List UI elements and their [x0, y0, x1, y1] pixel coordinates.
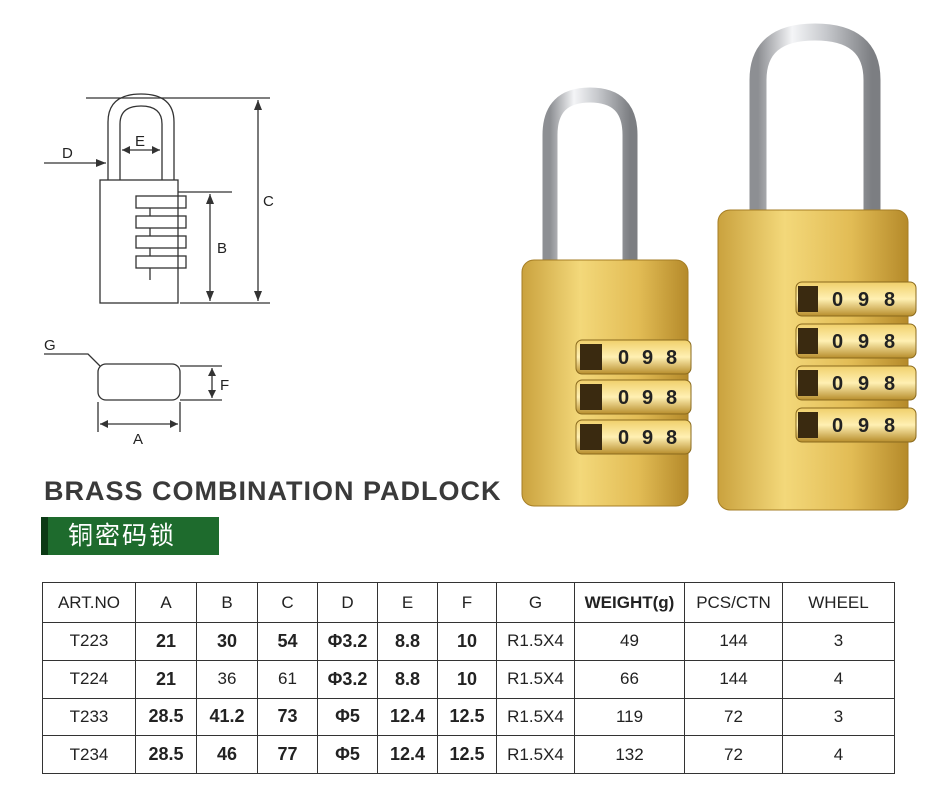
- large-wheel-2-digit-a: 0: [832, 331, 843, 353]
- cell-a: 21: [135, 622, 197, 661]
- table-row: T234 28.5 46 77 Φ5 12.4 12.5 R1.5X4 132 …: [42, 735, 895, 774]
- cell-g: R1.5X4: [496, 659, 575, 699]
- small-wheel-1-digit-b: 9: [642, 347, 653, 369]
- padlock-product-image: 0 9 8 0 9 8 0 9 8 0 9 8 0 9 8 0 9 8 0 9 …: [521, 23, 917, 511]
- header-f: F: [437, 582, 497, 623]
- header-wheel: WHEEL: [782, 582, 895, 623]
- large-wheel-2-digit-b: 9: [858, 331, 869, 353]
- cell-a: 21: [135, 659, 197, 699]
- cell-a: 28.5: [135, 735, 197, 774]
- large-wheel-3-digit-c: 8: [884, 373, 895, 395]
- small-wheel-2-digit-c: 8: [666, 387, 677, 409]
- cell-d: Φ3.2: [317, 659, 378, 699]
- cell-g: R1.5X4: [496, 735, 575, 774]
- small-wheel-3-digit-b: 9: [642, 427, 653, 449]
- cell-e: 12.4: [377, 735, 438, 774]
- large-wheel-1-digit-b: 9: [858, 289, 869, 311]
- cell-f: 12.5: [437, 697, 497, 737]
- header-c: C: [257, 582, 318, 623]
- cell-d: Φ5: [317, 735, 378, 774]
- cell-f: 10: [437, 622, 497, 661]
- label-f: F: [220, 377, 229, 394]
- header-b: B: [196, 582, 258, 623]
- cell-weight: 132: [574, 735, 685, 774]
- cell-wheel: 3: [782, 697, 895, 737]
- small-wheel-2-digit-b: 9: [642, 387, 653, 409]
- spec-table: ART.NO A B C D E F G WEIGHT(g) PCS/CTN W…: [42, 582, 895, 774]
- table-row: T233 28.5 41.2 73 Φ5 12.4 12.5 R1.5X4 11…: [42, 697, 895, 737]
- cell-c: 54: [257, 622, 318, 661]
- large-wheel-4-digit-c: 8: [884, 415, 895, 437]
- large-wheel-2-digit-c: 8: [884, 331, 895, 353]
- cell-e: 8.8: [377, 659, 438, 699]
- cell-art-no: T223: [42, 622, 136, 661]
- cell-e: 12.4: [377, 697, 438, 737]
- cell-b: 30: [196, 622, 258, 661]
- header-e: E: [377, 582, 438, 623]
- cell-pcs-ctn: 72: [684, 697, 783, 737]
- header-art-no: ART.NO: [42, 582, 136, 623]
- cell-art-no: T233: [42, 697, 136, 737]
- header-a: A: [135, 582, 197, 623]
- dimension-diagram: D E C B G F A: [44, 93, 274, 448]
- label-a: A: [133, 431, 143, 448]
- cell-b: 41.2: [196, 697, 258, 737]
- label-g: G: [44, 337, 56, 354]
- cell-b: 46: [196, 735, 258, 774]
- small-wheel-3-digit-a: 0: [618, 427, 629, 449]
- title-chinese: 铜密码锁: [41, 517, 219, 555]
- large-wheel-3-digit-a: 0: [832, 373, 843, 395]
- cell-d: Φ3.2: [317, 622, 378, 661]
- cell-weight: 66: [574, 659, 685, 699]
- cell-f: 10: [437, 659, 497, 699]
- large-wheel-4-digit-a: 0: [832, 415, 843, 437]
- label-b: B: [217, 240, 227, 257]
- large-wheel-1-digit-c: 8: [884, 289, 895, 311]
- header-weight: WEIGHT(g): [574, 582, 685, 623]
- cell-c: 61: [257, 659, 318, 699]
- large-wheel-4-digit-b: 9: [858, 415, 869, 437]
- cell-a: 28.5: [135, 697, 197, 737]
- label-d: D: [62, 145, 73, 162]
- table-row: T224 21 36 61 Φ3.2 8.8 10 R1.5X4 66 144 …: [42, 659, 895, 699]
- table-header-row: ART.NO A B C D E F G WEIGHT(g) PCS/CTN W…: [42, 582, 895, 623]
- label-c: C: [263, 193, 274, 210]
- large-wheel-1-digit-a: 0: [832, 289, 843, 311]
- table-row: T223 21 30 54 Φ3.2 8.8 10 R1.5X4 49 144 …: [42, 622, 895, 661]
- small-wheel-3-digit-c: 8: [666, 427, 677, 449]
- small-wheel-2-digit-a: 0: [618, 387, 629, 409]
- cell-b: 36: [196, 659, 258, 699]
- header-g: G: [496, 582, 575, 623]
- cell-c: 73: [257, 697, 318, 737]
- cell-weight: 119: [574, 697, 685, 737]
- cell-g: R1.5X4: [496, 622, 575, 661]
- header-pcs-ctn: PCS/CTN: [684, 582, 783, 623]
- cell-pcs-ctn: 72: [684, 735, 783, 774]
- cell-wheel: 4: [782, 659, 895, 699]
- cell-wheel: 4: [782, 735, 895, 774]
- small-wheel-1-digit-a: 0: [618, 347, 629, 369]
- cell-f: 12.5: [437, 735, 497, 774]
- label-e: E: [135, 133, 145, 150]
- cell-art-no: T224: [42, 659, 136, 699]
- small-wheel-1-digit-c: 8: [666, 347, 677, 369]
- cell-art-no: T234: [42, 735, 136, 774]
- cell-pcs-ctn: 144: [684, 622, 783, 661]
- cell-e: 8.8: [377, 622, 438, 661]
- cell-wheel: 3: [782, 622, 895, 661]
- cell-g: R1.5X4: [496, 697, 575, 737]
- cell-c: 77: [257, 735, 318, 774]
- header-d: D: [317, 582, 378, 623]
- cell-weight: 49: [574, 622, 685, 661]
- title-english: BRASS COMBINATION PADLOCK: [44, 476, 502, 506]
- large-wheel-3-digit-b: 9: [858, 373, 869, 395]
- cell-pcs-ctn: 144: [684, 659, 783, 699]
- cell-d: Φ5: [317, 697, 378, 737]
